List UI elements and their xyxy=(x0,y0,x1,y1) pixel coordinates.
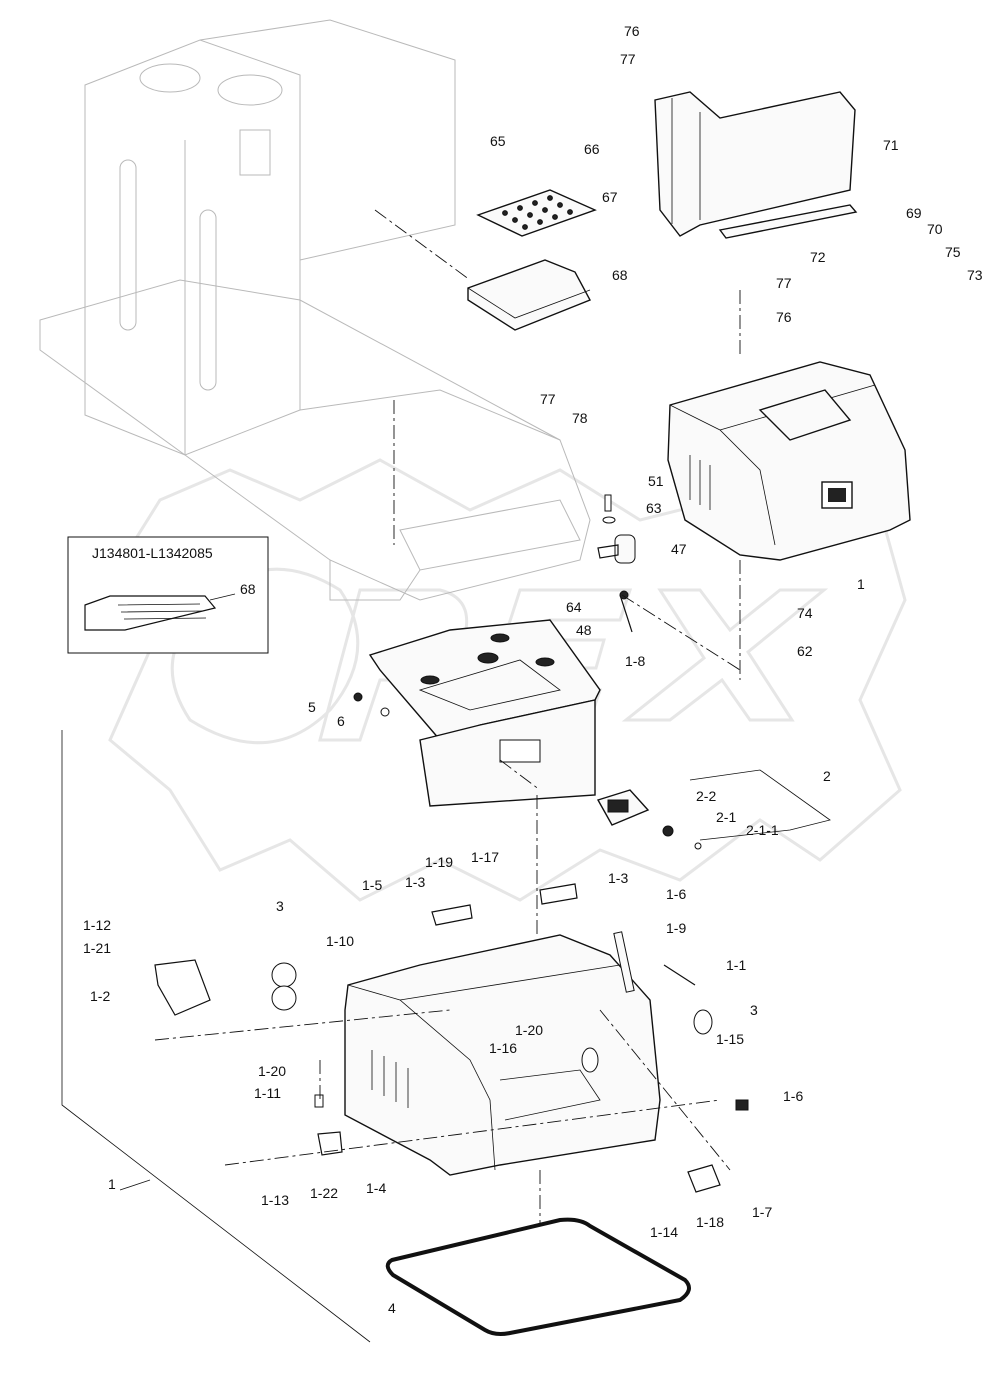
callout-c120b: 1-20 xyxy=(258,1063,286,1079)
callout-c115: 1-15 xyxy=(716,1031,744,1047)
callout-c16a: 1-6 xyxy=(666,886,686,902)
callout-c113: 1-13 xyxy=(261,1192,289,1208)
callout-c68a: 68 xyxy=(612,267,628,283)
callout-c13a: 1-3 xyxy=(405,874,425,890)
latch-handle-2-2 xyxy=(596,789,702,850)
callout-c77c: 77 xyxy=(540,391,556,407)
callout-c110: 1-10 xyxy=(326,933,354,949)
top-cover-1-8 xyxy=(353,619,601,807)
callout-c51: 51 xyxy=(648,473,664,489)
callout-c15: 1-5 xyxy=(362,877,382,893)
callout-c70: 70 xyxy=(927,221,943,237)
inset-serial-range: J134801-L1342085 xyxy=(92,545,213,561)
callout-c2: 2 xyxy=(823,768,831,784)
callout-c77a: 77 xyxy=(620,51,636,67)
callout-c73: 73 xyxy=(967,267,983,283)
callout-c17: 1-7 xyxy=(752,1204,772,1220)
callout-c22: 2-2 xyxy=(696,788,716,804)
callout-c76b: 76 xyxy=(776,309,792,325)
callout-c1a: 1 xyxy=(857,576,865,592)
callout-c4: 4 xyxy=(388,1300,396,1316)
callout-c63: 63 xyxy=(646,500,662,516)
lower-housing-1-10 xyxy=(344,934,661,1176)
callout-c69: 69 xyxy=(906,205,922,221)
cover-panel-71 xyxy=(654,91,858,239)
callout-c118: 1-18 xyxy=(696,1214,724,1230)
callout-c117: 1-17 xyxy=(471,849,499,865)
lower-hardware xyxy=(154,883,749,1193)
callout-c5: 5 xyxy=(308,699,316,715)
callout-c121: 1-21 xyxy=(83,940,111,956)
callout-c62: 62 xyxy=(797,643,813,659)
callout-c14: 1-4 xyxy=(366,1180,386,1196)
seal-gasket-4 xyxy=(385,1217,691,1336)
callout-c76a: 76 xyxy=(624,23,640,39)
callout-c47: 47 xyxy=(671,541,687,557)
serial-range-inset: J134801-L1342085 68 xyxy=(67,536,269,654)
callout-c1b: 1 xyxy=(108,1176,116,1192)
callout-c122: 1-22 xyxy=(310,1185,338,1201)
sensor-parts xyxy=(597,494,636,633)
machine-frame-background xyxy=(39,19,591,601)
callout-c72: 72 xyxy=(810,249,826,265)
callout-c21: 2-1 xyxy=(716,809,736,825)
plate-67 xyxy=(476,189,597,237)
callout-c6: 6 xyxy=(337,713,345,729)
callout-c74: 74 xyxy=(797,605,813,621)
group-leaders xyxy=(61,730,831,1343)
callout-c116: 1-16 xyxy=(489,1040,517,1056)
callout-c112: 1-12 xyxy=(83,917,111,933)
callout-c65: 65 xyxy=(490,133,506,149)
assembly-lines xyxy=(154,209,741,1225)
callout-c211: 2-1-1 xyxy=(746,822,779,838)
inset-part-label: 68 xyxy=(240,581,256,597)
callout-c71: 71 xyxy=(883,137,899,153)
callout-c66: 66 xyxy=(584,141,600,157)
callout-c119: 1-19 xyxy=(425,854,453,870)
callout-c13b: 1-3 xyxy=(608,870,628,886)
callout-c16b: 1-6 xyxy=(783,1088,803,1104)
callout-c120a: 1-20 xyxy=(515,1022,543,1038)
callout-c3a: 3 xyxy=(276,898,284,914)
callout-c67: 67 xyxy=(602,189,618,205)
callout-c12: 1-2 xyxy=(90,988,110,1004)
callout-c114: 1-14 xyxy=(650,1224,678,1240)
hood-assembly-right xyxy=(667,361,911,561)
callout-c19: 1-9 xyxy=(666,920,686,936)
callout-c11: 1-1 xyxy=(726,957,746,973)
callout-c64: 64 xyxy=(566,599,582,615)
callout-c48: 48 xyxy=(576,622,592,638)
callout-c78: 78 xyxy=(572,410,588,426)
callout-c18: 1-8 xyxy=(625,653,645,669)
callout-c77b: 77 xyxy=(776,275,792,291)
callout-c3b: 3 xyxy=(750,1002,758,1018)
step-bracket-68 xyxy=(467,259,591,331)
callout-c75: 75 xyxy=(945,244,961,260)
callout-c111: 1-11 xyxy=(254,1085,281,1101)
